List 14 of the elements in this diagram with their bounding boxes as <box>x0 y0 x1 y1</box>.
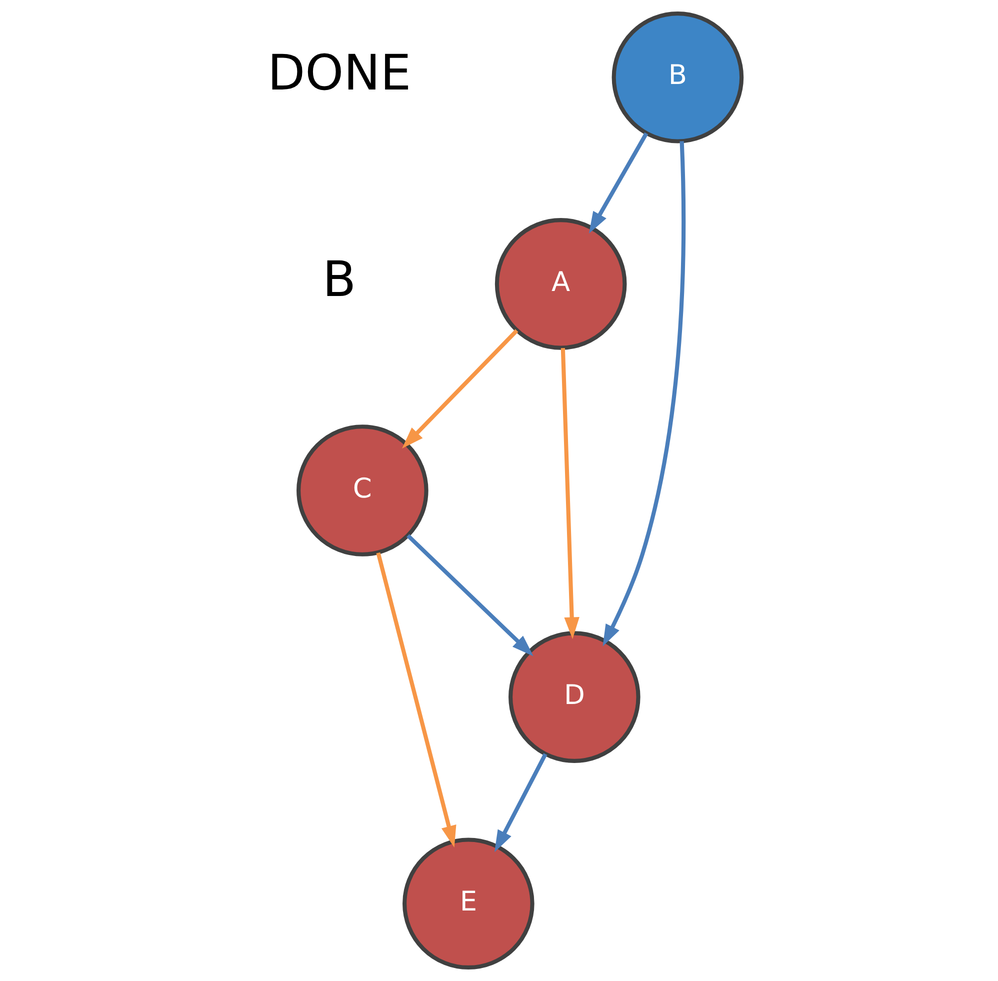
arrow <box>376 552 456 848</box>
label: B <box>322 250 356 308</box>
arrow <box>406 534 534 656</box>
node-circle: E <box>402 838 534 970</box>
arrow <box>402 329 518 448</box>
arrow <box>494 753 548 852</box>
node-circle: B <box>612 11 744 144</box>
arrow <box>560 348 580 640</box>
label: DONE <box>268 44 412 102</box>
node-circle: C <box>296 424 428 556</box>
arrow <box>602 141 686 646</box>
arrow <box>588 132 648 234</box>
node-circle: D <box>508 631 640 763</box>
node-circle: A <box>494 218 627 350</box>
